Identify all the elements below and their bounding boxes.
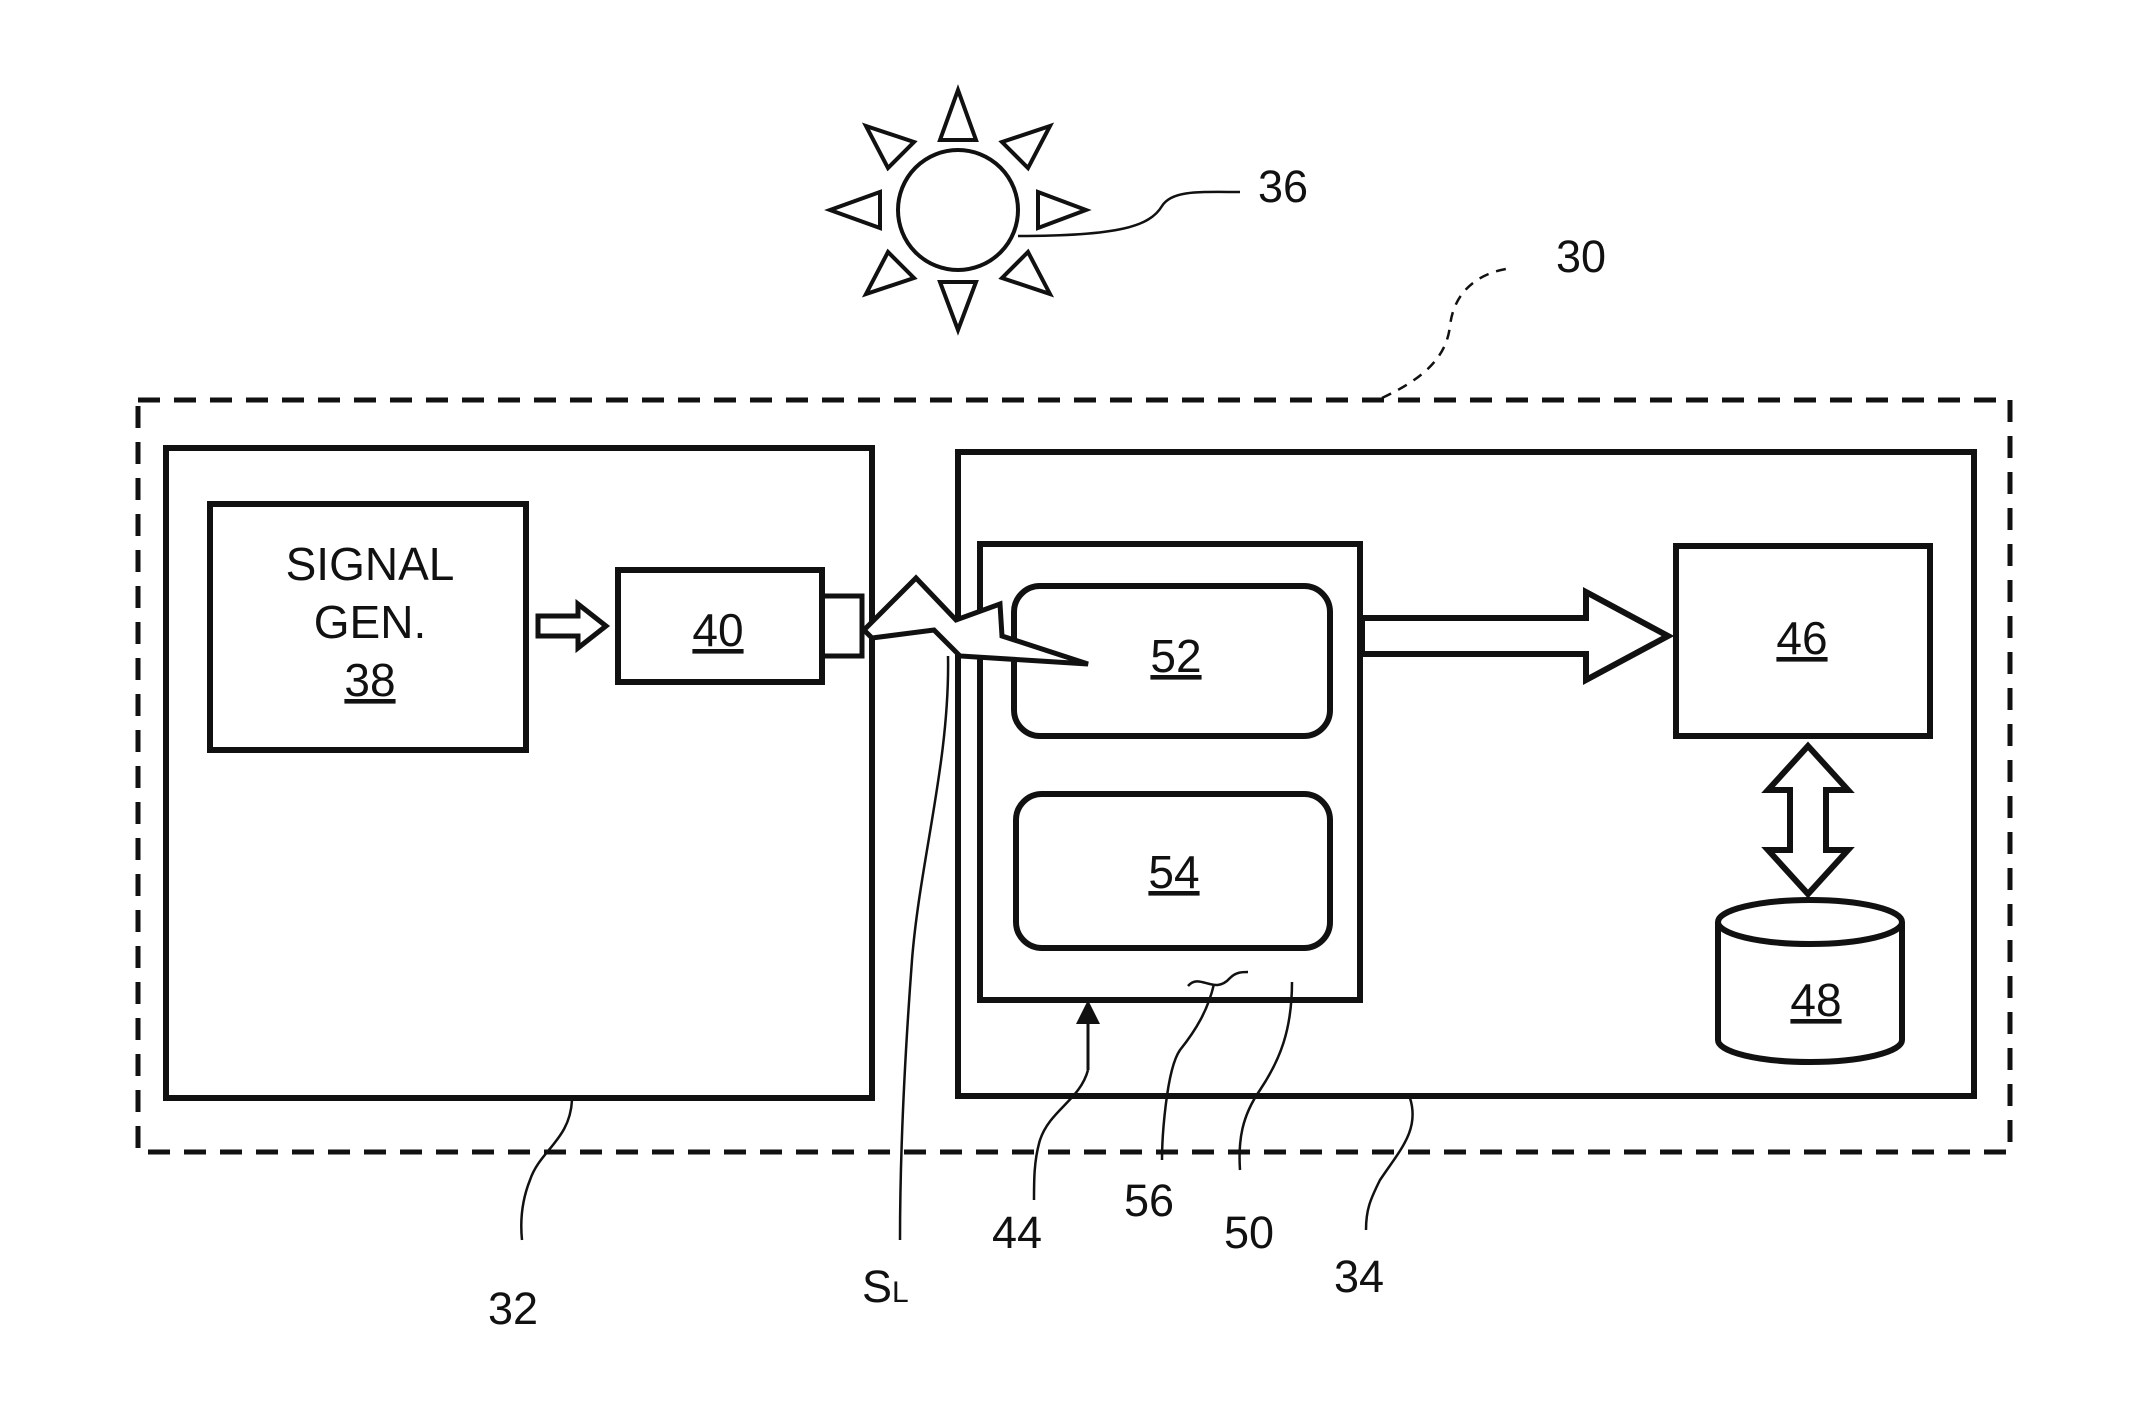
signal-generator-label-line1: SIGNAL [286, 538, 455, 590]
emitter-label: 40 [692, 604, 743, 656]
sensor-element-54-label: 54 [1148, 846, 1199, 898]
ref-label-50: 50 [1224, 1207, 1274, 1258]
processor-storage-arrow [1768, 746, 1848, 894]
leader-line-56 [1162, 984, 1214, 1160]
transmitter-unit-box [166, 448, 872, 1098]
ref-label-30: 30 [1556, 231, 1606, 282]
leader-line-44 [1034, 1070, 1088, 1200]
leader-line-34 [1366, 1098, 1413, 1230]
generator-to-emitter-arrow [538, 604, 606, 648]
ref-label-SL: SL [862, 1261, 909, 1312]
ref-label-34: 34 [1334, 1251, 1384, 1302]
processor-label: 46 [1776, 612, 1827, 664]
sensor-module-box [980, 544, 1360, 1000]
ref-label-SL-sub: L [892, 1276, 909, 1309]
emitter-lens [822, 596, 862, 656]
system-boundary [138, 400, 2010, 1152]
storage-label: 48 [1790, 974, 1841, 1026]
leader-line-30 [1382, 268, 1512, 398]
ref-label-44: 44 [992, 1207, 1042, 1258]
module-to-processor-arrow [1362, 592, 1668, 680]
lightning-bolt-icon [864, 578, 1088, 664]
ref-label-36: 36 [1258, 161, 1308, 212]
tilde-56 [1188, 972, 1248, 986]
signal-generator-ref: 38 [344, 654, 395, 706]
ref-label-56: 56 [1124, 1175, 1174, 1226]
sun-icon [830, 90, 1086, 330]
ref-label-SL-main: S [862, 1261, 892, 1312]
ref-label-32: 32 [488, 1283, 538, 1334]
signal-generator-label-line2: GEN. [314, 596, 426, 648]
leader-line-32 [521, 1100, 572, 1240]
sensor-element-52-label: 52 [1150, 630, 1201, 682]
leader-line-50 [1240, 982, 1292, 1170]
